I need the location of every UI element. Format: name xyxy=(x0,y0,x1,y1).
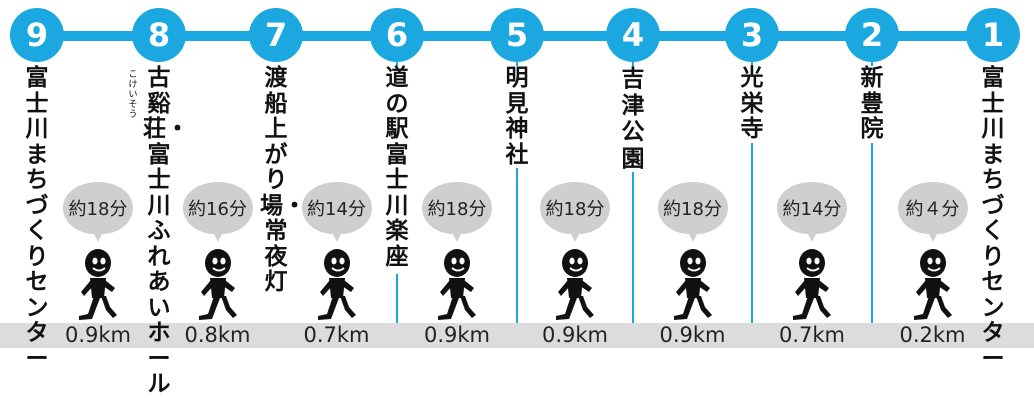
walking-person-icon xyxy=(432,248,482,324)
time-bubble: 約18分 xyxy=(61,180,135,244)
speech-bubble-icon xyxy=(777,182,847,242)
stop-number-7: 7 xyxy=(249,8,303,62)
time-bubble: 約18分 xyxy=(656,180,730,244)
walking-person-icon xyxy=(668,248,718,324)
speech-bubble-icon xyxy=(657,182,728,242)
route-connector xyxy=(184,31,251,41)
walking-time: 約16分 xyxy=(188,199,247,220)
walking-time: 約４分 xyxy=(905,199,960,220)
route-connector xyxy=(422,31,492,41)
station-name-5: 明見神社 xyxy=(501,65,533,168)
station-leader-line xyxy=(516,62,518,323)
time-bubble: 約16分 xyxy=(181,180,255,244)
time-bubble: 約14分 xyxy=(300,180,374,244)
walking-person-icon xyxy=(550,248,600,324)
stop-number-3: 3 xyxy=(725,8,779,62)
walking-time: 約18分 xyxy=(545,199,605,220)
time-bubble: 約18分 xyxy=(538,180,612,244)
walking-time: 約18分 xyxy=(68,199,128,220)
segment-distance: 0.9km xyxy=(64,323,131,347)
route-connector xyxy=(62,31,134,41)
stop-number-1: 1 xyxy=(966,8,1020,62)
time-bubble: 約14分 xyxy=(775,180,849,244)
stop-number-4: 4 xyxy=(606,8,660,62)
segment-distance: 0.7km xyxy=(303,323,370,347)
route-connector xyxy=(542,31,608,41)
stop-number-5: 5 xyxy=(490,8,544,62)
speech-bubble-icon xyxy=(182,182,253,242)
stop-number-6: 6 xyxy=(370,8,424,62)
station-name-7: 渡船上がり場・常夜灯 xyxy=(260,65,306,295)
walking-person-icon xyxy=(73,248,123,324)
segment-distance: 0.9km xyxy=(659,323,726,347)
route-connector xyxy=(897,31,968,41)
segment-distance: 0.9km xyxy=(541,323,608,347)
segment-distance: 0.8km xyxy=(184,323,251,347)
route-connector xyxy=(658,31,727,41)
station-name-3: 光栄寺 xyxy=(736,65,768,143)
station-leader-line xyxy=(871,62,873,323)
station-name-6: 道の駅 富士川楽座 xyxy=(381,65,432,274)
speech-bubble-icon xyxy=(301,182,372,242)
speech-bubble-icon xyxy=(540,182,610,242)
walking-time: 約14分 xyxy=(307,199,366,220)
speech-bubble-icon xyxy=(63,182,133,242)
station-name-1: 富士川まちづくりセンター xyxy=(981,65,1005,372)
station-leader-line xyxy=(632,62,634,323)
walking-time: 約14分 xyxy=(782,199,842,220)
speech-bubble-icon xyxy=(897,182,968,242)
segment-distance: 0.9km xyxy=(423,323,490,347)
station-leader-line xyxy=(751,62,753,323)
stop-number-8: 8 xyxy=(132,8,186,62)
walking-time: 約18分 xyxy=(427,199,487,220)
segment-distance: 0.2km xyxy=(899,323,966,347)
stop-number-9: 9 xyxy=(10,8,64,62)
station-name-4: 吉津公園 xyxy=(617,66,649,172)
walking-person-icon xyxy=(787,248,837,324)
segment-distance: 0.7km xyxy=(778,323,845,347)
speech-bubble-icon xyxy=(422,182,492,242)
route-connector xyxy=(301,31,372,41)
stop-number-2: 2 xyxy=(845,8,899,62)
time-bubble: 約18分 xyxy=(420,180,494,244)
walking-person-icon xyxy=(312,248,362,324)
route-connector xyxy=(777,31,847,41)
distance-bar xyxy=(0,323,1034,348)
station-name-9: 富士川まちづくりセンター xyxy=(25,65,49,372)
walking-time: 約18分 xyxy=(663,199,722,220)
station-name-2: 新豊院 xyxy=(856,65,888,143)
walking-person-icon xyxy=(908,248,958,324)
station-ruby: こけいそう xyxy=(128,70,138,120)
time-bubble: 約４分 xyxy=(896,180,970,244)
walking-person-icon xyxy=(193,248,243,324)
